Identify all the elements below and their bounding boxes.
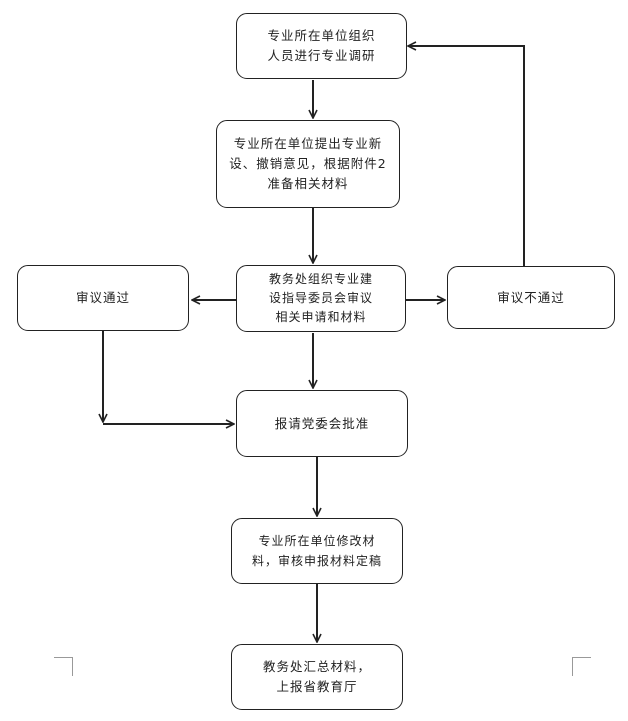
node-approved: 审议通过 (17, 265, 189, 331)
page-corner-mark-right (572, 657, 591, 676)
node-propose: 专业所在单位提出专业新 设、撤销意见，根据附件2 准备相关材料 (216, 120, 400, 208)
node-review-line-3: 相关申请和材料 (275, 310, 367, 324)
node-submit-line-2: 上报省教育厅 (276, 679, 358, 694)
node-research: 专业所在单位组织 人员进行专业调研 (236, 13, 407, 79)
node-review: 教务处组织专业建 设指导委员会审议 相关申请和材料 (236, 265, 406, 332)
node-submit-line-1: 教务处汇总材料， (262, 659, 371, 674)
node-review-line-1: 教务处组织专业建 (268, 272, 373, 286)
node-propose-line-3: 准备相关材料 (267, 176, 349, 191)
node-rejected-label: 审议不通过 (497, 289, 565, 305)
node-finalize-line-2: 料，审核申报材料定稿 (251, 554, 382, 568)
node-research-line-2: 人员进行专业调研 (267, 48, 376, 63)
node-submit: 教务处汇总材料， 上报省教育厅 (231, 644, 403, 710)
node-propose-line-2: 设、撤销意见，根据附件2 (229, 156, 387, 171)
node-finalize: 专业所在单位修改材 料，审核申报材料定稿 (231, 518, 403, 584)
node-party-approve: 报请党委会批准 (236, 390, 408, 457)
node-propose-line-1: 专业所在单位提出专业新 (233, 136, 383, 151)
node-party-approve-label: 报请党委会批准 (274, 415, 370, 431)
node-rejected: 审议不通过 (447, 266, 615, 329)
arrow-rejected-to-research (408, 46, 525, 266)
node-review-line-2: 设指导委员会审议 (268, 291, 373, 305)
node-research-line-1: 专业所在单位组织 (267, 28, 376, 43)
node-finalize-line-1: 专业所在单位修改材 (258, 534, 376, 548)
page-corner-mark-left (54, 657, 73, 676)
node-approved-label: 审议通过 (75, 290, 130, 305)
